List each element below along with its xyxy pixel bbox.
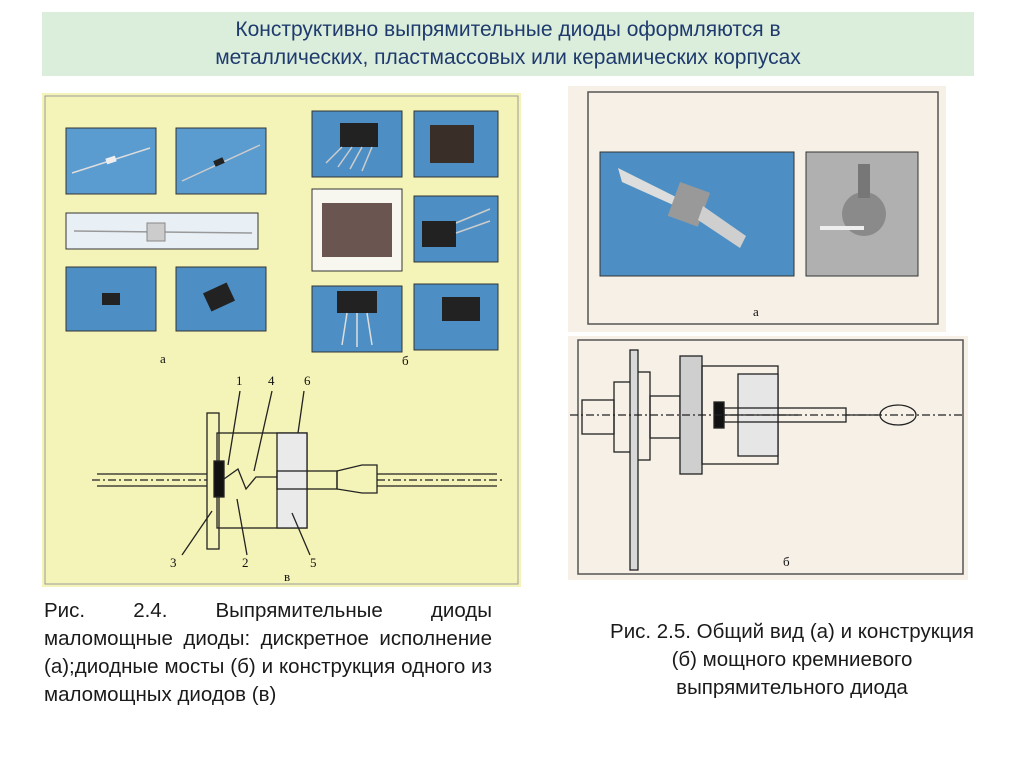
fig25-label-b: б [783,554,790,569]
label-a: а [160,351,166,366]
diode-bridge-photos [311,110,499,353]
title-line-2: металлических, пластмассовых или керамич… [215,46,801,69]
figure-2-5-a-drawing: а [587,91,939,325]
figure-2-5-a: а [568,86,946,332]
callout-2: 2 [242,555,249,570]
diode-construction-drawing [92,390,502,556]
label-v: в [284,569,290,584]
callout-6: 6 [304,373,311,388]
figure-2-5-b: б [568,336,968,580]
label-b: б [402,353,409,368]
figure-2-4-drawing: а б 1 4 6 3 2 5 в [44,95,519,585]
title-banner: Конструктивно выпрямительные диоды оформ… [42,12,974,76]
callout-5: 5 [310,555,317,570]
figure-2-5-b-drawing: б [570,339,964,575]
callout-3: 3 [170,555,177,570]
figure-2-4: а б 1 4 6 3 2 5 в [42,93,521,587]
callout-1: 1 [236,373,243,388]
fig25-label-a: а [753,304,759,319]
discrete-diode-photos [65,127,267,332]
caption-fig-2-5: Рис. 2.5. Общий вид (а) и конструкция (б… [610,620,974,699]
title-line-1: Конструктивно выпрямительные диоды оформ… [235,18,781,41]
callout-4: 4 [268,373,275,388]
caption-fig-2-4: Рис. 2.4. Выпрямительные диоды маломощны… [44,599,492,706]
